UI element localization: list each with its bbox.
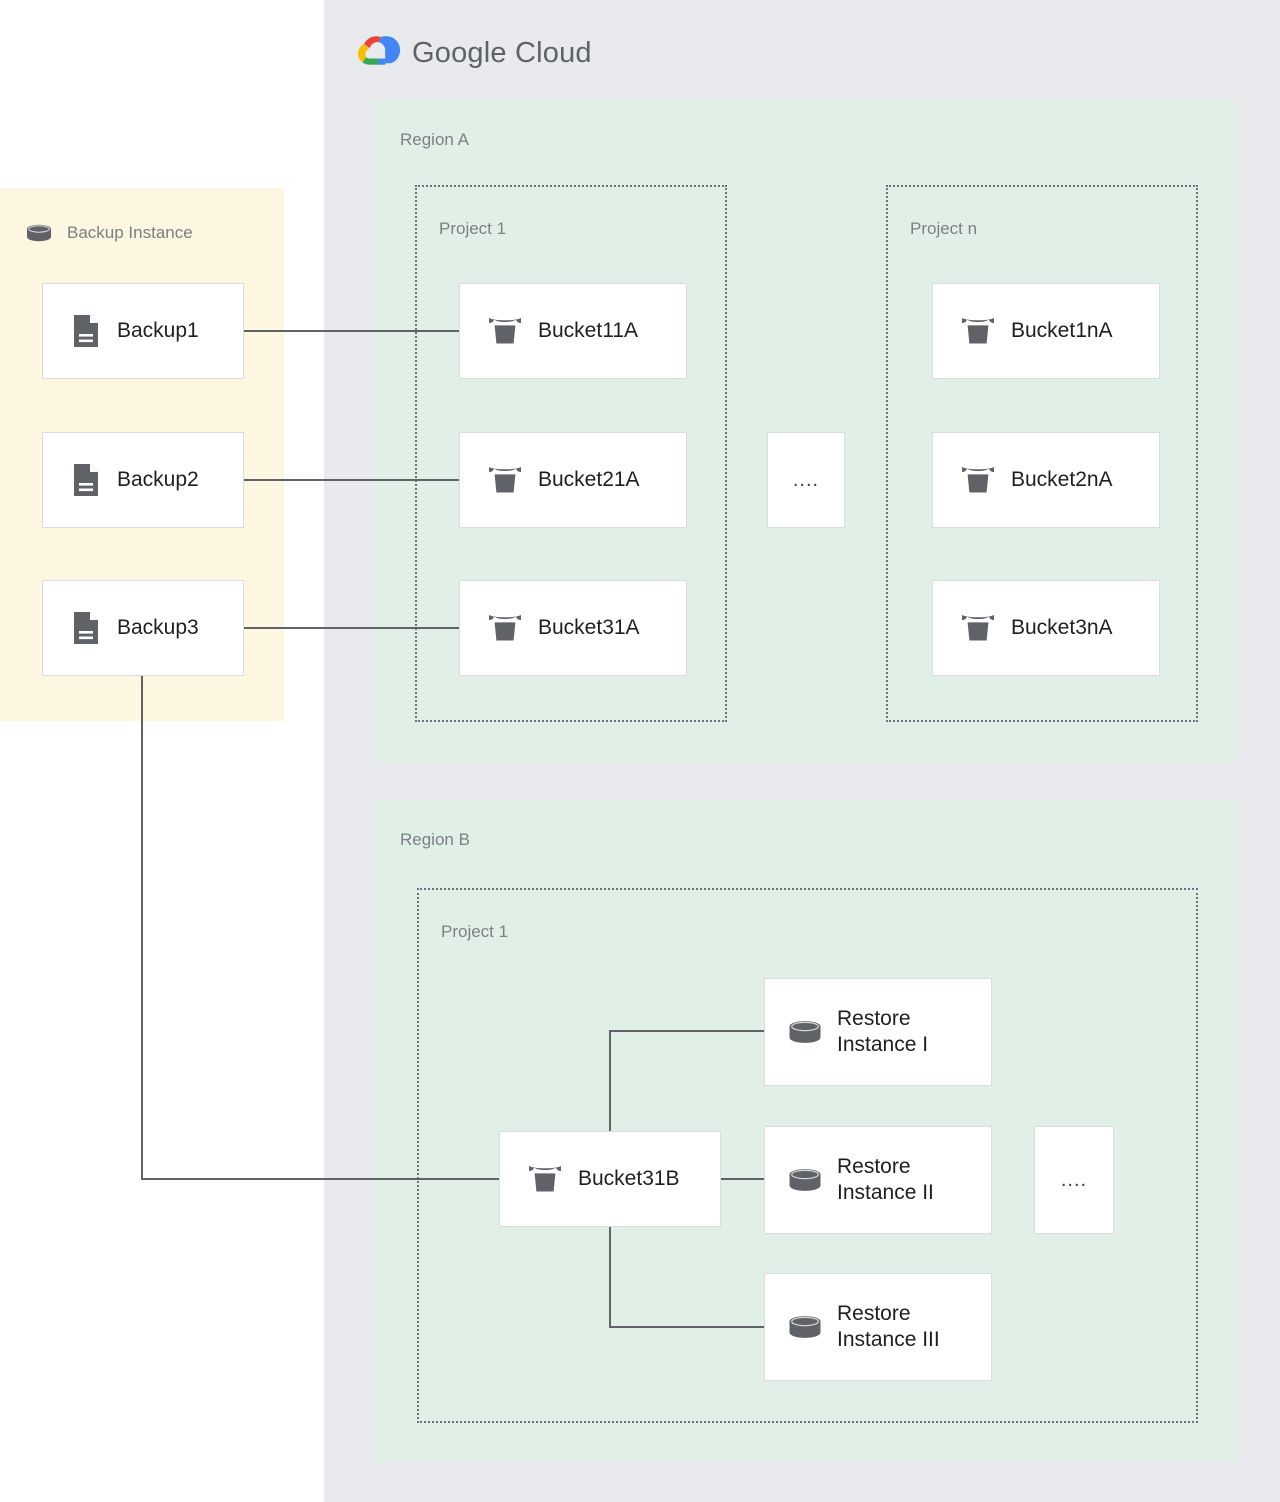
node-bucket11a[interactable]: Bucket11A bbox=[459, 283, 687, 379]
storage-bucket-icon bbox=[961, 316, 995, 346]
node-backup1[interactable]: Backup1 bbox=[42, 283, 244, 379]
node-bucket1na[interactable]: Bucket1nA bbox=[932, 283, 1160, 379]
node-bucket31b[interactable]: Bucket31B bbox=[499, 1131, 721, 1227]
document-file-icon bbox=[71, 463, 101, 497]
node-restore-instance-2[interactable]: Restore Instance II bbox=[764, 1126, 992, 1234]
node-bucket2na[interactable]: Bucket2nA bbox=[932, 432, 1160, 528]
storage-bucket-icon bbox=[488, 465, 522, 495]
backup-instance-header: Backup Instance bbox=[25, 218, 193, 248]
node-bucket31a[interactable]: Bucket31A bbox=[459, 580, 687, 676]
node-bucket31a-label: Bucket31A bbox=[538, 616, 640, 640]
region-a-label: Region A bbox=[400, 130, 469, 149]
node-bucket2na-label: Bucket2nA bbox=[1011, 468, 1113, 492]
node-bucket1na-label: Bucket1nA bbox=[1011, 319, 1113, 343]
region-a-project-1-container: Project 1 bbox=[415, 185, 727, 722]
node-restore-instance-3[interactable]: Restore Instance III bbox=[764, 1273, 992, 1381]
document-file-icon bbox=[71, 314, 101, 348]
region-a-project-n-label: Project n bbox=[910, 219, 978, 238]
node-restore-instance-2-label: Restore Instance II bbox=[837, 1155, 934, 1204]
node-restore-instance-1-label: Restore Instance I bbox=[837, 1007, 929, 1056]
database-cylinder-icon bbox=[787, 1165, 823, 1195]
node-backup1-label: Backup1 bbox=[117, 319, 199, 343]
node-bucket21a-label: Bucket21A bbox=[538, 468, 640, 492]
database-cylinder-icon bbox=[787, 1017, 823, 1047]
backup-instance-title: Backup Instance bbox=[67, 223, 193, 242]
node-bucket21a[interactable]: Bucket21A bbox=[459, 432, 687, 528]
storage-bucket-icon bbox=[961, 613, 995, 643]
document-file-icon bbox=[71, 611, 101, 645]
google-cloud-wordmark: Google Cloud bbox=[412, 37, 592, 70]
region-a-ellipsis-card: .... bbox=[767, 432, 845, 528]
node-backup3[interactable]: Backup3 bbox=[42, 580, 244, 676]
storage-bucket-icon bbox=[528, 1164, 562, 1194]
storage-bucket-icon bbox=[488, 316, 522, 346]
node-bucket11a-label: Bucket11A bbox=[538, 319, 639, 343]
node-backup2-label: Backup2 bbox=[117, 468, 199, 492]
node-backup2[interactable]: Backup2 bbox=[42, 432, 244, 528]
brand-cloud: Cloud bbox=[514, 36, 592, 69]
node-bucket3na-label: Bucket3nA bbox=[1011, 616, 1113, 640]
storage-bucket-icon bbox=[488, 613, 522, 643]
region-b-label: Region B bbox=[400, 830, 470, 849]
region-b-ellipsis-card: .... bbox=[1034, 1126, 1114, 1234]
database-cylinder-icon bbox=[787, 1312, 823, 1342]
google-cloud-logo-icon bbox=[352, 30, 401, 76]
region-b-project-1-label: Project 1 bbox=[441, 922, 509, 941]
database-cylinder-icon bbox=[25, 222, 53, 244]
region-a-project-n-container: Project n bbox=[886, 185, 1198, 722]
node-restore-instance-3-label: Restore Instance III bbox=[837, 1302, 940, 1351]
node-backup3-label: Backup3 bbox=[117, 616, 199, 640]
brand-google: Google bbox=[412, 36, 507, 69]
node-restore-instance-1[interactable]: Restore Instance I bbox=[764, 978, 992, 1086]
storage-bucket-icon bbox=[961, 465, 995, 495]
node-bucket31b-label: Bucket31B bbox=[578, 1167, 680, 1191]
google-cloud-branding: Google Cloud bbox=[352, 28, 652, 78]
node-bucket3na[interactable]: Bucket3nA bbox=[932, 580, 1160, 676]
region-a-project-1-label: Project 1 bbox=[439, 219, 507, 238]
